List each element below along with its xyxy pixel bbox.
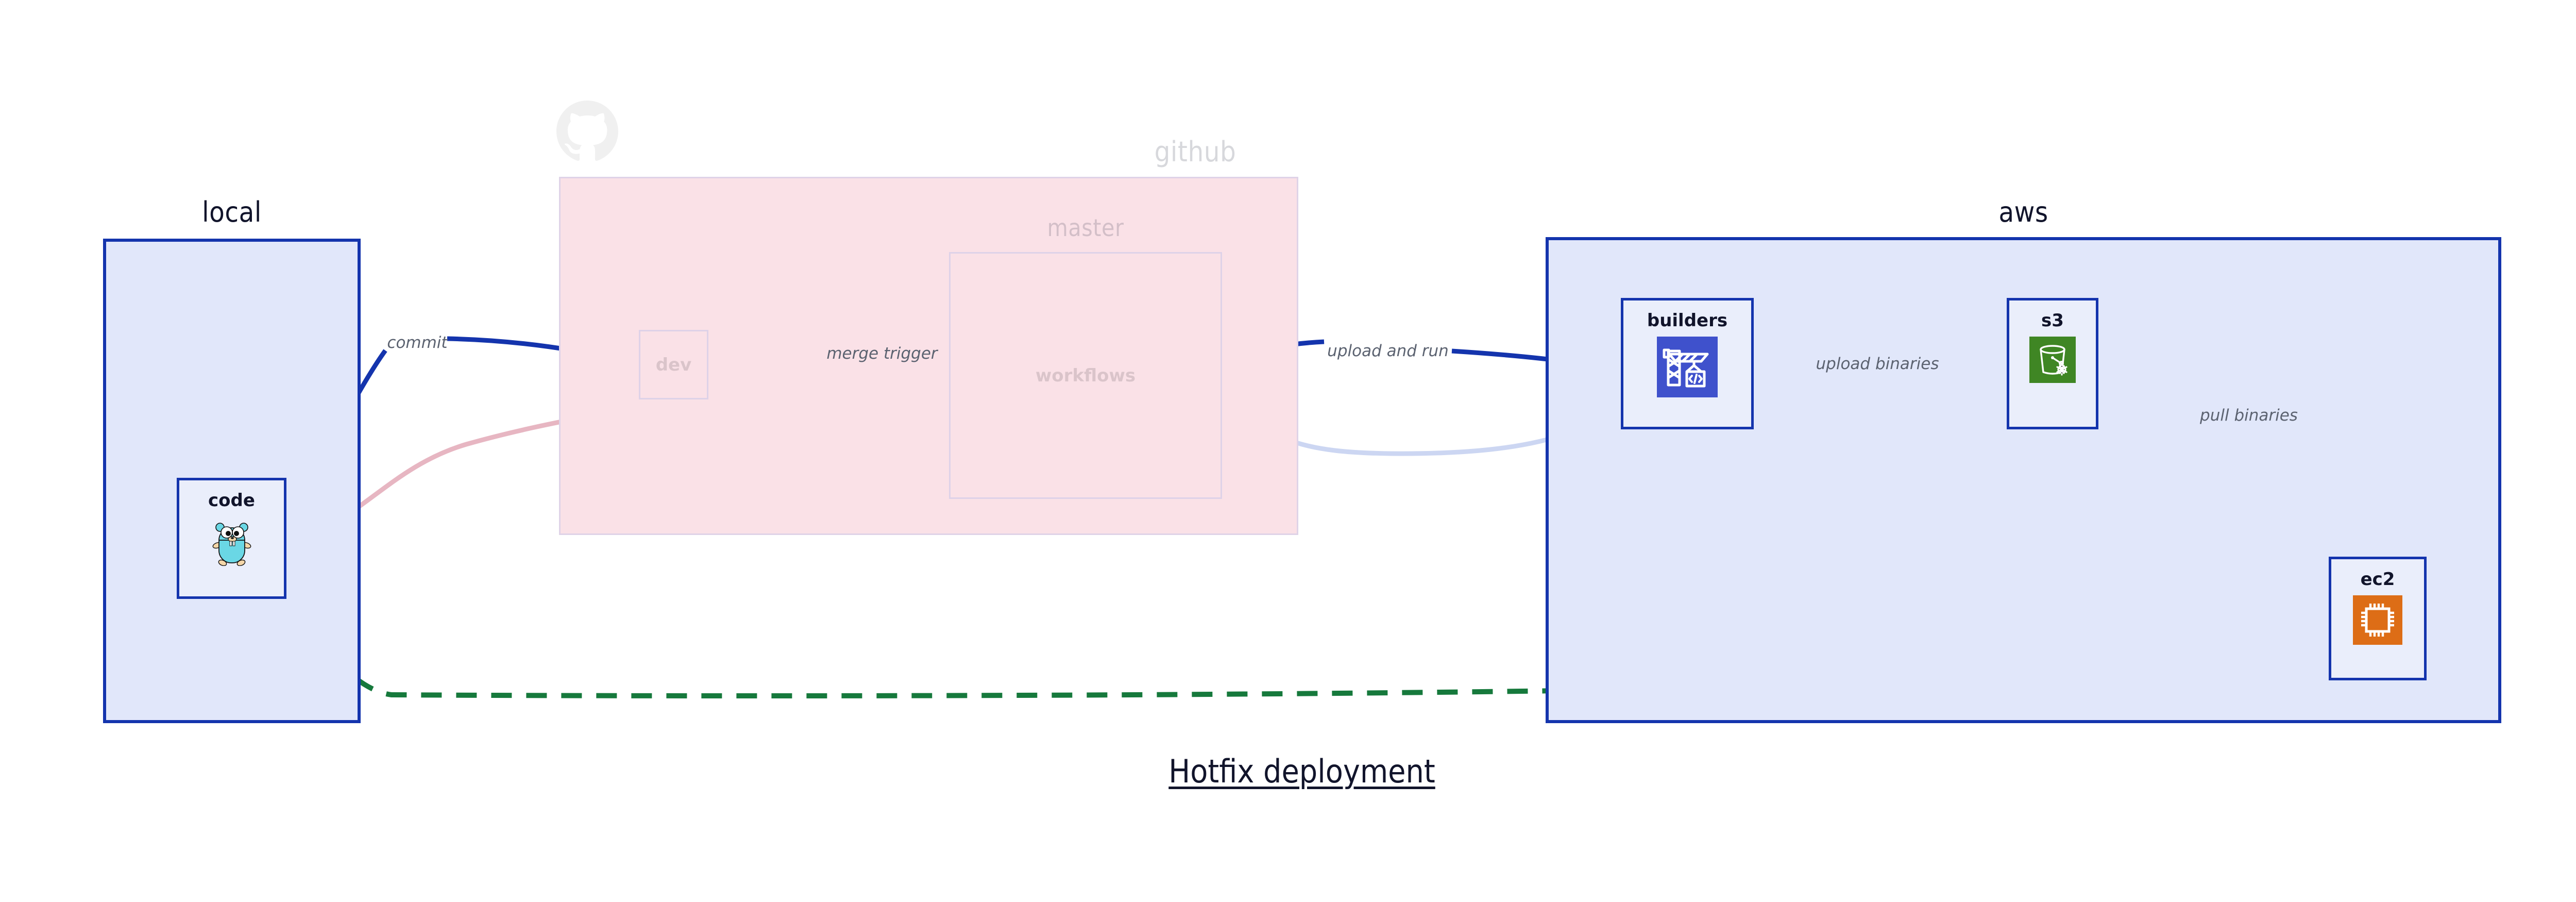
node-dev-label: dev [655,354,692,375]
edge-label-upload-and-run: upload and run [1327,342,1449,360]
group-aws-title: aws [1998,196,2048,228]
node-workflows-label: workflows [1035,365,1136,386]
node-ec2[interactable]: ec2 [2329,557,2427,680]
github-octocat-icon [556,101,618,162]
node-code[interactable]: code [177,478,286,599]
node-builders[interactable]: builders [1621,298,1754,429]
diagram-caption: Hotfix deployment [1168,753,1435,790]
go-gopher-icon [212,516,251,566]
node-s3[interactable]: s3 [2007,298,2098,429]
edge-label-commit: commit [387,333,448,352]
node-s3-label: s3 [2041,310,2064,331]
group-github-title: github [1154,136,1236,168]
node-ec2-label: ec2 [2360,569,2395,590]
edge-label-upload-binaries: upload binaries [1816,355,1939,373]
node-workflows-group-title: master [1047,214,1124,242]
aws-builders-crane-icon [1657,337,1718,397]
node-code-label: code [208,490,255,511]
group-github[interactable] [559,177,1298,535]
edge-label-merge-trigger: merge trigger [826,344,938,363]
node-dev[interactable]: dev [639,330,708,399]
edge-label-pull-binaries: pull binaries [2200,406,2298,425]
node-workflows[interactable]: workflows [949,252,1222,499]
group-local-title: local [202,196,262,228]
aws-s3-bucket-icon [2029,337,2076,383]
aws-ec2-chip-icon [2353,595,2402,645]
node-builders-label: builders [1647,310,1728,331]
